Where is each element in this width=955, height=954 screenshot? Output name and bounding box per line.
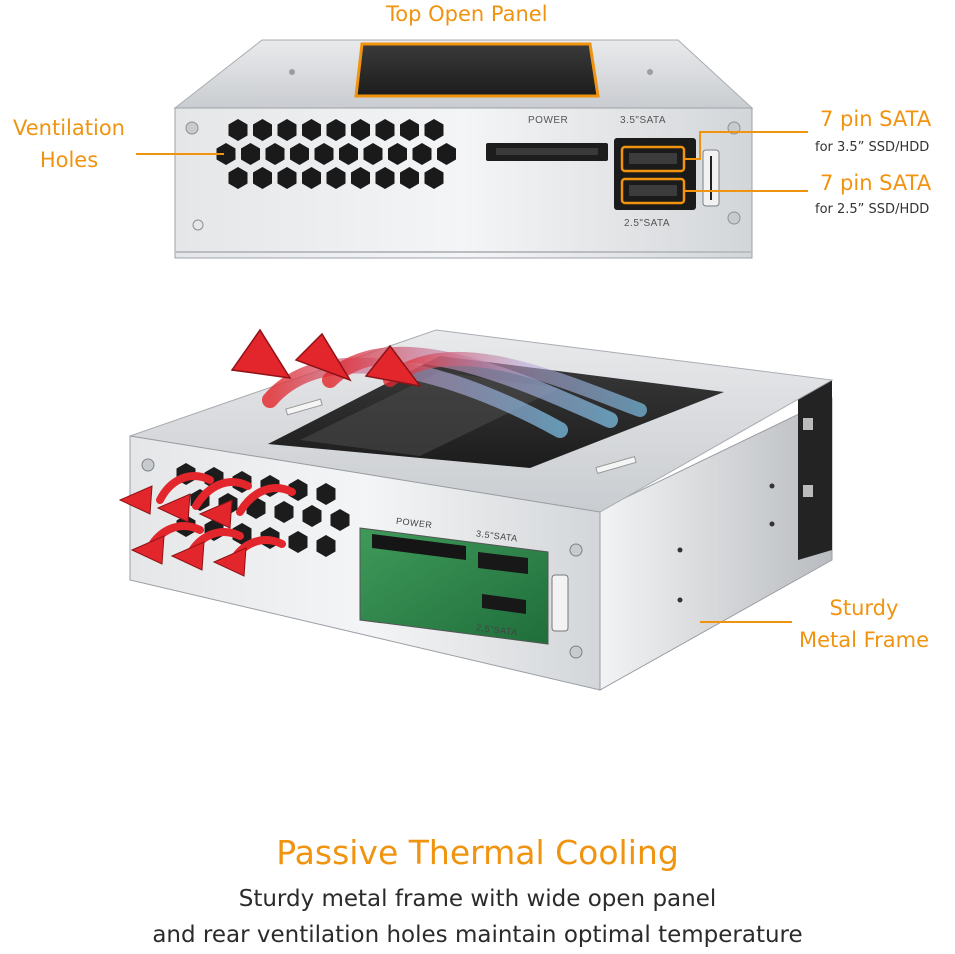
vent-hole (316, 535, 336, 557)
vent-hole (351, 119, 370, 141)
vent-hole (241, 143, 260, 165)
vent-hole (326, 119, 346, 141)
vent-hole (400, 167, 419, 189)
rear-label-sata35: 3.5"SATA (620, 115, 667, 126)
vent-hole (253, 119, 272, 141)
callout-frame-line1: Sturdy (829, 596, 899, 620)
rear-label-power: POWER (528, 115, 569, 126)
vent-hole (302, 167, 321, 189)
callout-sata-25-sub: for 2.5” SSD/HDD (815, 202, 930, 217)
vent-hole (400, 119, 419, 141)
callout-lines-top (136, 131, 808, 192)
vent-hole (326, 167, 346, 189)
vent-hole (375, 167, 395, 189)
angled-view-device (129, 329, 834, 691)
vent-hole (388, 143, 407, 165)
caption-headline: Passive Thermal Cooling (276, 833, 679, 872)
vent-hole (437, 143, 456, 165)
caption-line-1: Sturdy metal frame with wide open panel (238, 886, 717, 912)
vent-hole (228, 119, 248, 141)
vent-hole (277, 119, 297, 141)
vent-hole (363, 143, 383, 165)
caption-line-2: and rear ventilation holes maintain opti… (152, 922, 803, 948)
vent-hole (314, 143, 334, 165)
airflow-arrows (118, 328, 647, 577)
vent-hole (330, 509, 350, 531)
vent-hole (316, 483, 336, 505)
callout-sata-35-title: 7 pin SATA (820, 107, 932, 131)
callout-sata-35-sub: for 3.5” SSD/HDD (815, 140, 930, 155)
callout-top-open-panel: Top Open Panel (386, 2, 548, 26)
vent-hole (339, 143, 358, 165)
top-open-panel-highlight (354, 42, 600, 98)
vent-hole (288, 531, 308, 553)
vent-hole (290, 143, 309, 165)
vent-hole (216, 143, 236, 165)
callout-ventilation-line1: Ventilation (13, 116, 125, 140)
ventilation-holes-rear (216, 119, 456, 189)
vent-hole (424, 167, 444, 189)
vent-hole (302, 119, 321, 141)
vent-hole (274, 501, 294, 523)
vent-hole (253, 167, 272, 189)
vent-hole (412, 143, 432, 165)
vent-hole (277, 167, 297, 189)
vent-hole (351, 167, 370, 189)
vent-hole (265, 143, 285, 165)
rear-label-sata25: 2.5"SATA (624, 218, 671, 229)
rear-view-device (173, 39, 754, 259)
callout-frame-line2: Metal Frame (798, 628, 930, 652)
vent-hole (424, 119, 444, 141)
vent-hole (228, 167, 248, 189)
vent-hole (302, 505, 322, 527)
vent-hole (375, 119, 395, 141)
callout-sata-25-title: 7 pin SATA (820, 171, 932, 195)
callout-ventilation-line2: Holes (39, 148, 99, 172)
